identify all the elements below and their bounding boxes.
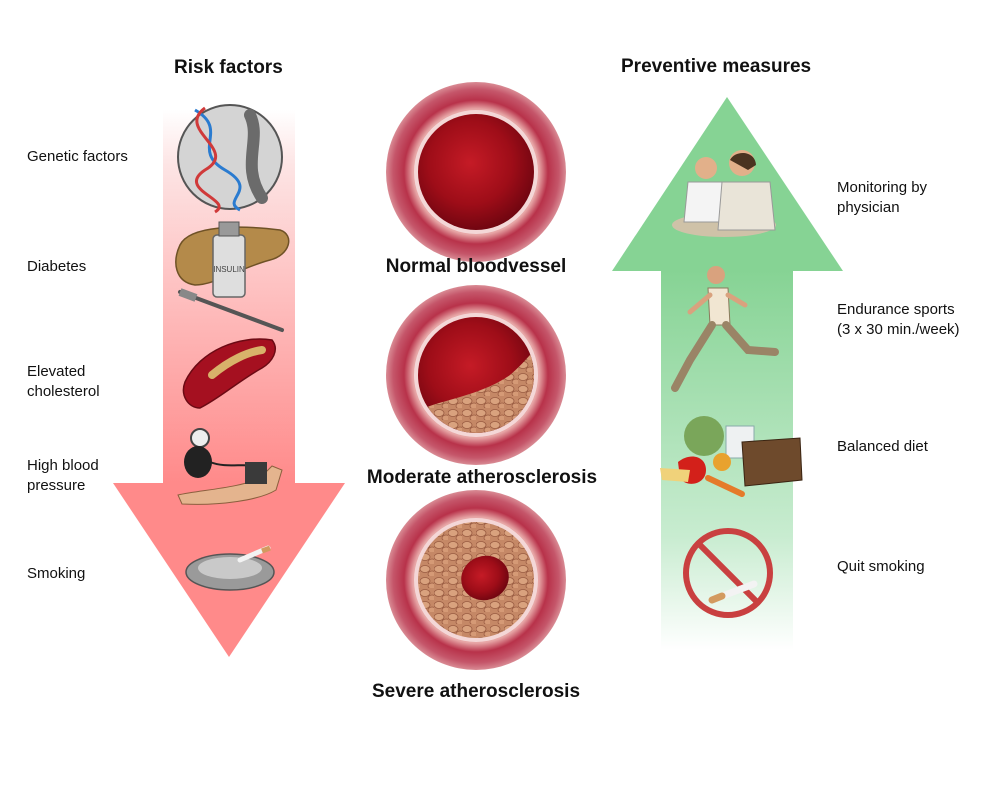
blood-pressure-cuff-icon <box>177 428 283 505</box>
ashtray-cigarette-icon <box>185 545 275 591</box>
vessel-normal <box>386 82 566 262</box>
risk-factor-smoking: Smoking <box>27 565 86 582</box>
preventive-monitoring: Monitoring by physician <box>837 179 928 216</box>
vessel-label-normal: Normal bloodvessel <box>385 256 567 277</box>
preventive-quit-smoking: Quit smoking <box>837 558 925 575</box>
preventive-balanced-diet: Balanced diet <box>837 438 928 455</box>
no-smoking-icon <box>683 528 773 618</box>
insulin-label: INSULIN <box>213 265 245 274</box>
preventive-endurance-sports: Endurance sports (3 x 30 min./week) <box>837 301 960 338</box>
healthy-food-icon <box>660 416 803 497</box>
vessel-label-severe: Severe atherosclerosis <box>371 681 581 702</box>
vessel-severe <box>386 490 566 670</box>
preventive-measures-heading: Preventive measures <box>621 56 812 77</box>
dna-chromosome-icon <box>177 104 283 214</box>
risk-factor-diabetes: Diabetes <box>27 258 87 275</box>
risk-factor-cholesterol: Elevated cholesterol <box>27 363 100 400</box>
risk-factors-heading: Risk factors <box>174 57 283 78</box>
risk-factor-genetic: Genetic factors <box>27 148 128 165</box>
pancreas-insulin-icon: INSULIN <box>175 221 290 332</box>
running-man-icon <box>671 266 779 392</box>
preventive-arrow <box>612 97 843 650</box>
plaque-artery-icon <box>182 338 276 409</box>
doctor-consultation-icon <box>672 150 776 237</box>
vessel-label-moderate: Moderate atherosclerosis <box>366 467 598 488</box>
vessel-moderate <box>386 285 566 465</box>
risk-factor-blood-pressure: High blood pressure <box>27 457 99 494</box>
